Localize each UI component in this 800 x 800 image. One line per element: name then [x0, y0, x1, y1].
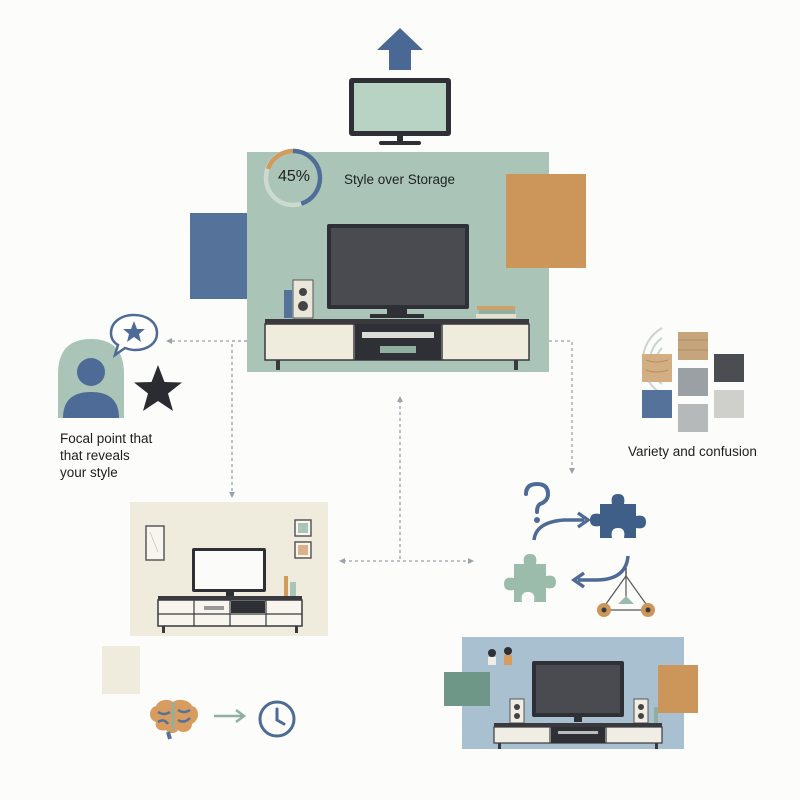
question-puzzle-cluster [504, 481, 655, 617]
question-icon [524, 481, 551, 514]
person-icon [58, 339, 124, 418]
ochre-swatch-small [658, 665, 698, 713]
focal-label-line-2: that reveals [60, 448, 130, 463]
variety-label: Variety and confusion [628, 444, 757, 459]
sage-swatch [444, 672, 490, 706]
puzzle-icon [590, 494, 646, 538]
tv-icon [349, 78, 451, 145]
brain-icon [150, 699, 198, 740]
up-arrow-icon [377, 28, 423, 70]
progress-ring-icon [263, 148, 323, 208]
blue-room-scene [488, 647, 663, 749]
pendant-lamp-icon [597, 568, 655, 617]
star-icon [134, 365, 182, 411]
swatch-grid-icon [642, 332, 744, 432]
ochre-swatch [506, 174, 586, 268]
focal-label-line-3: your style [60, 465, 118, 480]
focal-label: Focal point that that reveals your style [60, 430, 152, 481]
navy-swatch [190, 213, 247, 299]
chat-star-icon [109, 313, 159, 358]
percent-label: 45% [277, 168, 311, 185]
cream-swatch [102, 646, 140, 694]
focal-label-line-1: Focal point that [60, 431, 153, 446]
hero-tv-scene [264, 224, 530, 370]
hero-title: Style over Storage [344, 172, 456, 187]
arrow-right-icon [214, 709, 247, 723]
cream-room-scene [145, 519, 312, 633]
clock-icon [258, 700, 296, 738]
